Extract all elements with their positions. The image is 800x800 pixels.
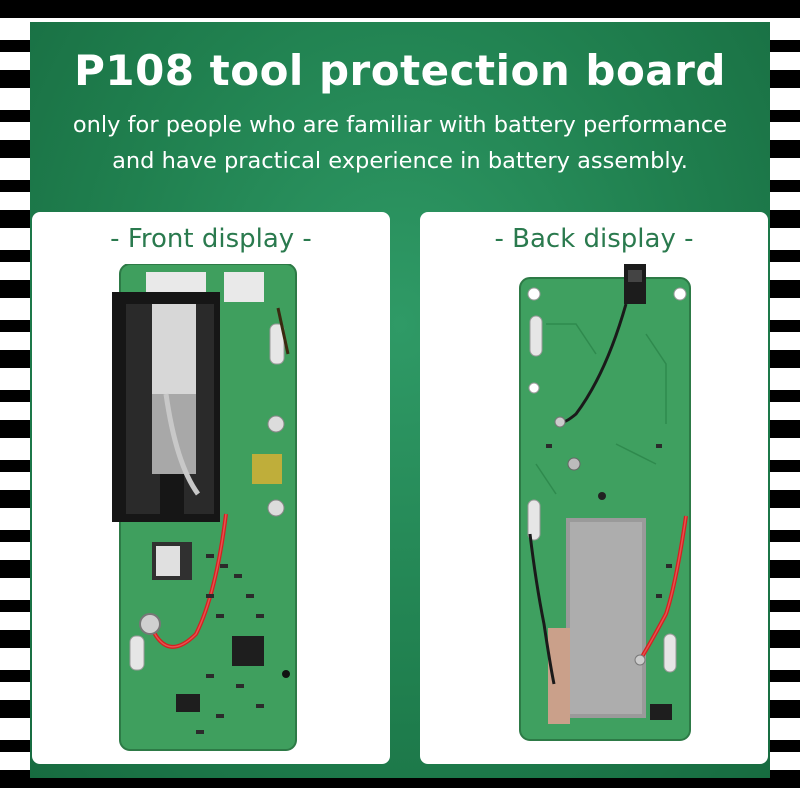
back-display-panel: - Back display - bbox=[420, 212, 768, 764]
front-display-label: - Front display - bbox=[110, 224, 312, 254]
subtitle-line-1: only for people who are familiar with ba… bbox=[72, 112, 728, 138]
product-poster: P108 tool protection board only for peop… bbox=[30, 22, 770, 778]
back-pcb-image bbox=[516, 264, 694, 744]
back-display-label: - Back display - bbox=[494, 224, 694, 254]
subtitle-line-2: and have practical experience in battery… bbox=[112, 148, 688, 174]
front-display-panel: - Front display - bbox=[32, 212, 390, 764]
poster-title: P108 tool protection board bbox=[74, 46, 726, 95]
front-pcb-image bbox=[106, 264, 306, 752]
